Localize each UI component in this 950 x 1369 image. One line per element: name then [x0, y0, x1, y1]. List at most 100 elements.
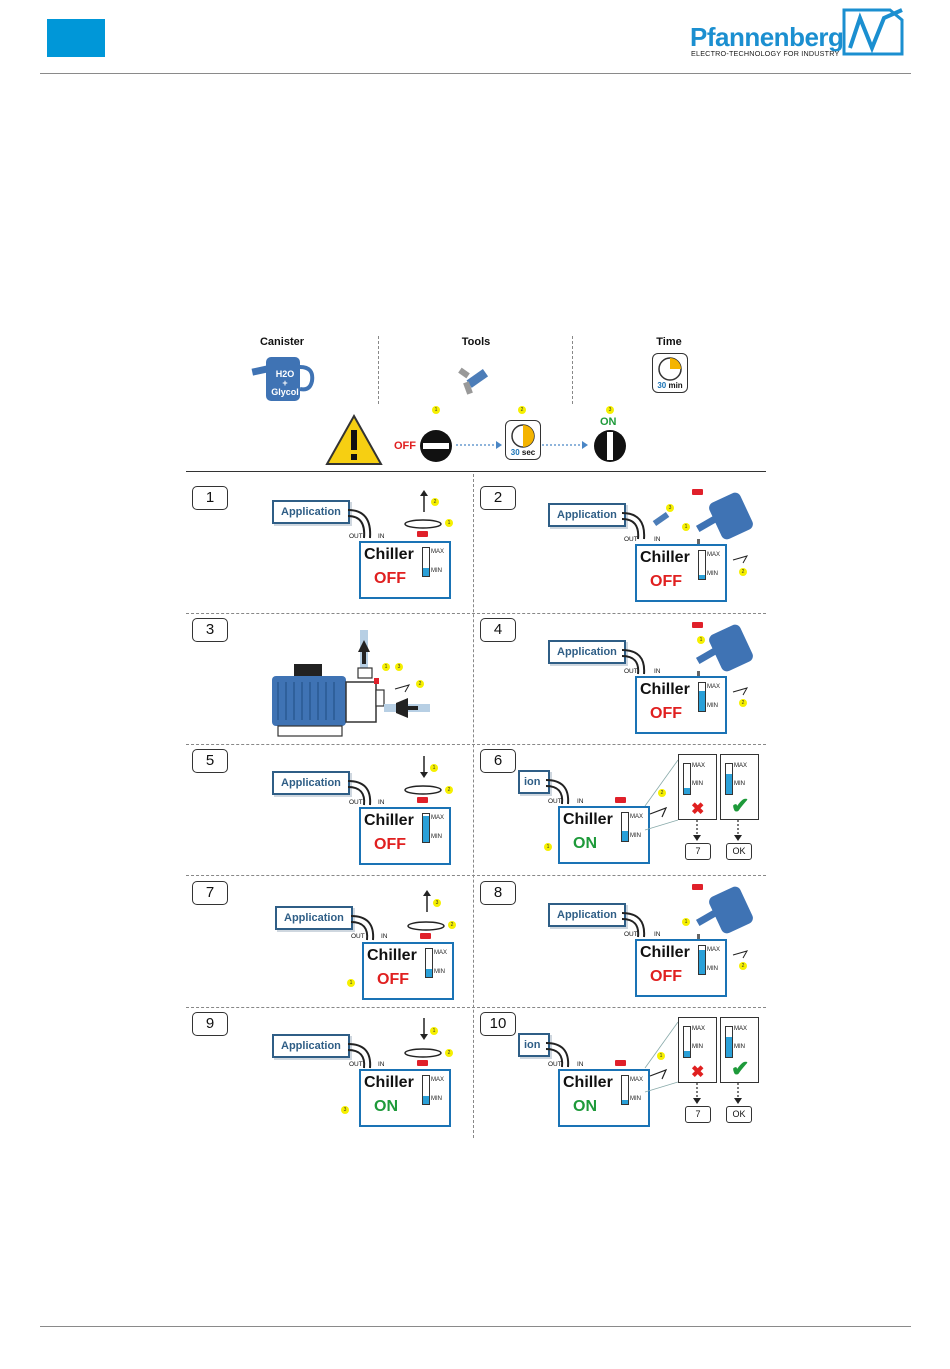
check-icon: ✔ — [731, 793, 750, 818]
chiller-unit: Chiller OFF MAX MIN — [635, 676, 727, 734]
level-tube — [621, 1075, 629, 1105]
grid-divider — [186, 613, 766, 614]
canister-icon — [695, 492, 753, 540]
level-ok-panel: MAX MIN ✔ — [720, 754, 759, 820]
filler-cap — [417, 1060, 428, 1066]
hose-icon — [347, 509, 372, 539]
step-number: 6 — [480, 749, 516, 773]
chiller-unit: Chiller OFF MAX MIN — [359, 807, 451, 865]
chiller-state: ON — [573, 835, 597, 852]
out-label: OUT — [624, 536, 638, 543]
filler-cap — [417, 797, 428, 803]
min-label: MIN — [707, 571, 718, 577]
application-box: Application — [272, 1034, 350, 1058]
chiller-label: Chiller — [364, 546, 414, 563]
badge-3: 3 — [433, 899, 441, 907]
arrow-down-icon — [420, 1018, 428, 1040]
level-tube — [422, 547, 430, 577]
level-low-panel: MAX MIN ✖ — [678, 1017, 717, 1083]
max-label: MAX — [707, 552, 721, 558]
in-label: IN — [654, 536, 661, 543]
level-tube — [422, 1075, 430, 1105]
wrench-icon — [458, 367, 489, 395]
application-box: Application — [272, 771, 350, 795]
filler-cap — [692, 622, 703, 628]
step-number: 9 — [192, 1012, 228, 1036]
chiller-label: Chiller — [640, 549, 690, 566]
step-number: 1 — [192, 486, 228, 510]
max-label: MAX — [431, 815, 445, 821]
badge-2: 2 — [445, 1049, 453, 1057]
filler-cap — [417, 531, 428, 537]
in-label: IN — [577, 798, 584, 805]
chiller-label: Chiller — [364, 812, 414, 829]
filler-neck — [697, 671, 700, 676]
rotate-icon — [404, 1048, 442, 1058]
badge-3: 3 — [341, 1106, 349, 1114]
header-color-block — [47, 19, 105, 57]
badge-2: 2 — [445, 786, 453, 794]
in-label: IN — [381, 933, 388, 940]
grid-divider — [186, 744, 766, 745]
badge-2: 2 — [739, 699, 747, 707]
level-low-panel: MAX MIN ✖ — [678, 754, 717, 820]
min-label: MIN — [707, 703, 718, 709]
badge-1: 1 — [657, 1052, 665, 1060]
badge-1: 1 — [432, 406, 440, 414]
arrow-icon — [542, 441, 588, 449]
warning-icon — [325, 413, 383, 465]
divider — [378, 336, 379, 404]
min-label: MIN — [734, 1044, 745, 1050]
timer-unit: min — [668, 381, 683, 390]
chiller-label: Chiller — [563, 1074, 613, 1091]
step-number: 4 — [480, 618, 516, 642]
arrow-up-icon — [423, 890, 431, 912]
out-label: OUT — [349, 799, 363, 806]
badge-3: 3 — [606, 406, 614, 414]
application-box-cropped: ion — [518, 770, 550, 794]
step-number: 7 — [192, 881, 228, 905]
application-box: Application — [548, 503, 626, 527]
eye-icon — [649, 1068, 668, 1080]
divider — [572, 336, 573, 404]
badge-2: 2 — [416, 680, 424, 688]
chiller-unit: Chiller OFF MAX MIN — [635, 939, 727, 997]
out-label: OUT — [548, 798, 562, 805]
hose-icon — [621, 512, 646, 540]
zoom-lines — [644, 759, 679, 831]
switch-off-icon — [420, 430, 452, 462]
filler-cap — [615, 797, 626, 803]
chiller-label: Chiller — [563, 811, 613, 828]
filler-neck — [697, 934, 700, 939]
min-label: MIN — [692, 1044, 703, 1050]
max-label: MAX — [692, 1026, 706, 1032]
arrow-down-icon — [734, 1083, 742, 1104]
step-number: 10 — [480, 1012, 516, 1036]
badge-1: 1 — [430, 764, 438, 772]
arrow-down-icon — [693, 820, 701, 841]
wait-unit: sec — [521, 448, 536, 457]
chiller-state: ON — [374, 1098, 398, 1115]
wait-value: 30 — [510, 448, 520, 457]
level-tube — [621, 812, 629, 842]
in-label: IN — [577, 1061, 584, 1068]
filler-neck — [697, 539, 700, 544]
eye-icon — [732, 555, 749, 564]
badge-1: 1 — [682, 523, 690, 531]
section-rule — [186, 471, 766, 472]
cross-icon: ✖ — [691, 801, 705, 818]
max-label: MAX — [431, 1077, 445, 1083]
goto-step-7: 7 — [685, 843, 711, 860]
step-number: 8 — [480, 881, 516, 905]
eye-icon — [649, 806, 668, 818]
eye-icon — [732, 687, 749, 696]
min-label: MIN — [707, 966, 718, 972]
min-label: MIN — [431, 834, 442, 840]
arrow-up-icon — [420, 490, 428, 512]
in-label: IN — [378, 799, 385, 806]
application-box: Application — [548, 903, 626, 927]
max-label: MAX — [434, 950, 448, 956]
level-tube — [698, 945, 706, 975]
chiller-state: OFF — [377, 971, 409, 988]
chiller-state: OFF — [650, 705, 682, 722]
